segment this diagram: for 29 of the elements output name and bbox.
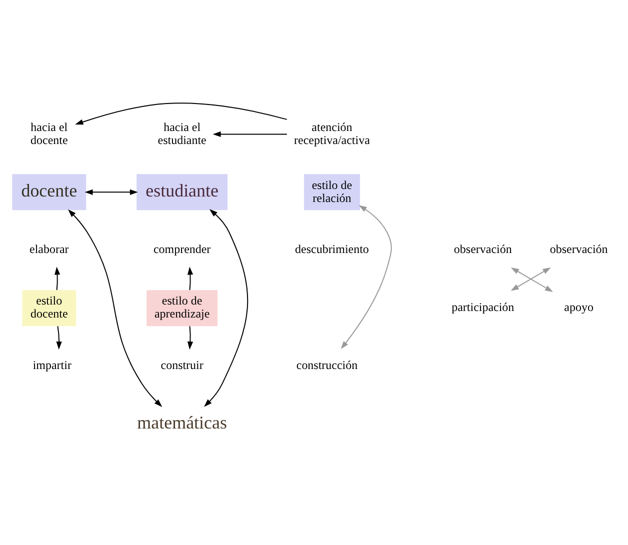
node-text: construir bbox=[160, 358, 204, 372]
arrow bbox=[187, 266, 194, 291]
node-text: observación bbox=[454, 242, 512, 256]
node-text: hacia el docente bbox=[30, 120, 68, 147]
node-text: atención receptiva/activa bbox=[294, 120, 370, 147]
arrow bbox=[56, 326, 62, 350]
arrow bbox=[204, 209, 248, 407]
node-text: hacia el estudiante bbox=[158, 120, 206, 147]
node-text: comprender bbox=[153, 242, 211, 256]
node-text: descubrimiento bbox=[295, 242, 369, 256]
node-text: construcción bbox=[296, 358, 358, 372]
node-box: docente bbox=[12, 174, 86, 210]
node-text: matemáticas bbox=[137, 412, 227, 432]
arrow bbox=[212, 131, 288, 137]
node-text: impartir bbox=[32, 358, 72, 372]
node-box: estilo de aprendizaje bbox=[146, 290, 218, 326]
node-box: estilo de relación bbox=[304, 174, 360, 210]
arrow bbox=[84, 189, 138, 195]
arrow bbox=[75, 102, 288, 125]
node-text: observación bbox=[550, 242, 608, 256]
node-text: participación bbox=[452, 300, 514, 314]
node-box: estudiante bbox=[136, 174, 228, 210]
arrow bbox=[187, 326, 194, 350]
node-box: estilo docente bbox=[22, 290, 76, 326]
arrow bbox=[340, 205, 392, 350]
arrow bbox=[68, 209, 162, 407]
arrow bbox=[54, 266, 60, 291]
node-text: apoyo bbox=[564, 300, 594, 314]
node-text: elaborar bbox=[30, 242, 69, 256]
